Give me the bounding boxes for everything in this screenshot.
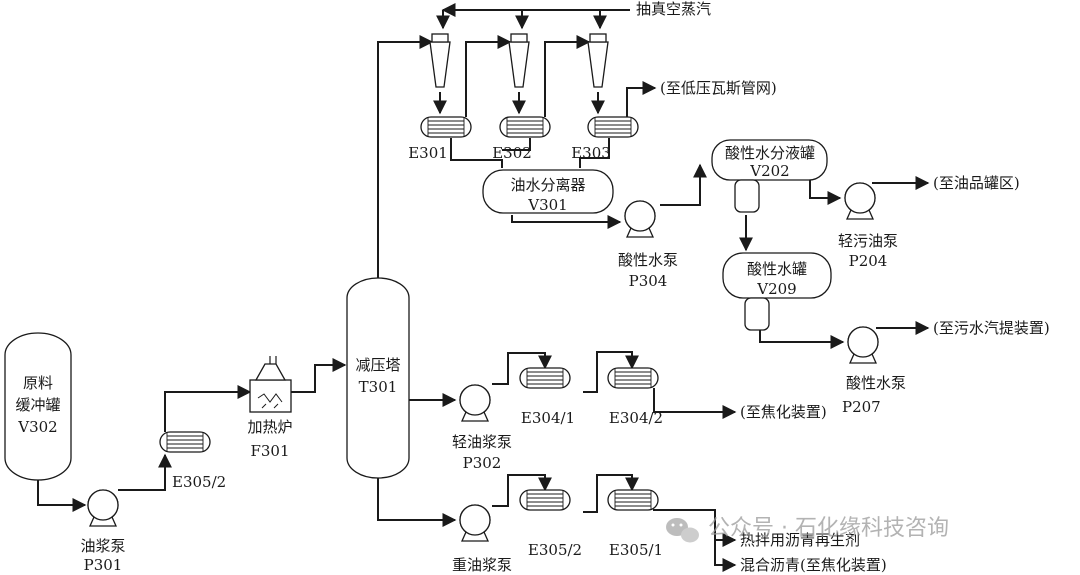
p207-tag: P207 [842,398,881,416]
e303-tag: E303 [571,144,611,162]
f301-tag: F301 [250,442,289,460]
pump-p304 [624,200,656,238]
p204-tag: P204 [849,252,888,270]
asphalt-regenerant-label: 热拌用沥青再生剂 [740,531,860,549]
e302-tag: E302 [492,144,532,162]
p301-tag: P301 [84,556,123,574]
v302-name-line1: 原料 [23,374,53,392]
e305-2-bottom-tag: E305/2 [528,541,582,559]
vessel-v302 [4,332,72,481]
v209-name: 酸性水罐 [747,260,807,278]
e304-1-tag: E304/1 [521,409,575,427]
furnace-f301 [249,356,292,413]
exchanger-e305-1 [607,489,659,511]
pump-p302 [459,384,491,422]
vessel-v202 [711,139,828,213]
p204-name: 轻污油泵 [838,232,898,250]
column-t301 [346,277,410,479]
p207-name: 酸性水泵 [846,374,906,392]
e305-1-tag: E305/1 [609,541,663,559]
pump-p204 [844,182,876,220]
e301-tag: E301 [408,144,448,162]
to-low-pressure-gas-label: (至低压瓦斯管网) [660,79,777,97]
v301-tag: V301 [527,196,567,214]
to-coking-label: (至焦化装置) [740,403,827,421]
e305-2-low-tag: E305/2 [172,473,226,491]
t301-tag: T301 [359,378,398,396]
exchanger-e305-2-bottom [519,489,571,511]
mixed-asphalt-label: 混合沥青(至焦化装置) [740,556,887,574]
v209-tag: V209 [756,280,796,298]
wechat-icon [666,518,699,543]
vacuum-steam-label: 抽真空蒸汽 [636,0,711,18]
ejector-1 [429,33,451,88]
ejector-2 [508,33,530,88]
v202-tag: V202 [749,162,789,180]
to-sour-water-stripper-label: (至污水汽提装置) [933,319,1050,337]
exchanger-e304-2 [607,367,659,389]
condenser-e301 [420,116,472,138]
vessel-v209 [722,252,832,331]
condenser-e303 [587,116,639,138]
ejector-3 [587,33,609,88]
to-oil-tank-label: (至油品罐区) [933,174,1020,192]
f301-name: 加热炉 [247,418,292,436]
exchanger-e305-2-low [159,431,211,453]
v302-name-line2: 缓冲罐 [15,396,60,414]
t301-name: 减压塔 [355,356,400,374]
v301-name: 油水分离器 [510,176,585,194]
v302-tag: V302 [17,418,57,436]
p301-name: 油浆泵 [80,537,125,555]
separator-v301 [482,169,614,214]
p302-name: 轻油浆泵 [452,433,512,451]
wechat-watermark: 公众号 · 石化缘科技咨询 [666,516,949,543]
p302-tag: P302 [463,454,502,472]
condenser-e302 [499,116,551,138]
p304-tag: P304 [629,272,668,290]
p304-name: 酸性水泵 [618,251,678,269]
exchanger-e304-1 [519,367,571,389]
pump-p207 [847,326,879,364]
pump-heavy-slurry [459,504,491,542]
v202-name: 酸性水分液罐 [725,144,815,162]
process-lines [37,3,930,572]
e304-2-tag: E304/2 [609,409,663,427]
watermark-text: 公众号 · 石化缘科技咨询 [708,516,949,541]
heavy-slurry-pump-name: 重油浆泵 [452,556,512,574]
pump-p301 [87,489,119,527]
